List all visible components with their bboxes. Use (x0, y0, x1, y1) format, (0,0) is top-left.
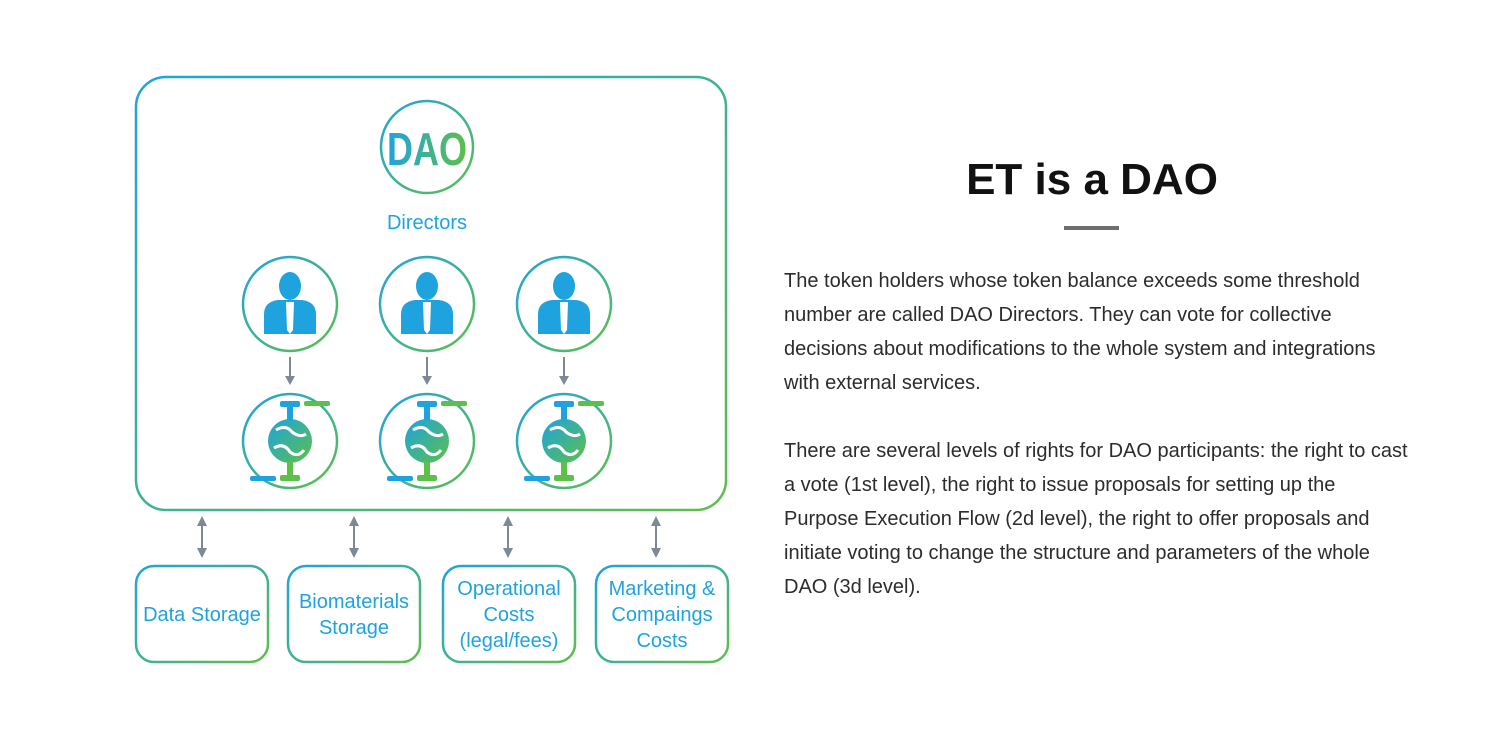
dao-logo: DAO (379, 99, 475, 195)
director-icon (515, 255, 613, 353)
resource-boxes: Data StorageBiomaterialsStorageOperation… (134, 564, 730, 664)
resource-box-label: (legal/fees) (460, 630, 559, 652)
dao-structure-diagram: DAO Directors Data Storage BiomaterialsSt… (134, 75, 730, 664)
globe-node-icon (378, 392, 476, 490)
paragraph-directors: The token holders whose token balance ex… (784, 270, 1376, 394)
resource-box-label: Storage (319, 617, 389, 639)
bidirectional-arrow (349, 516, 359, 558)
bidirectional-arrow (503, 516, 513, 558)
directors-group (241, 255, 613, 490)
bidirectional-arrow (197, 516, 207, 558)
resource-box-label: Costs (636, 630, 687, 652)
down-arrow (422, 357, 432, 385)
resource-box-label: Compaings (611, 604, 712, 626)
storage-links (197, 516, 661, 558)
paragraph-rights: There are several levels of rights for D… (784, 440, 1408, 598)
down-arrow (285, 357, 295, 385)
page-title: ET is a DAO (966, 155, 1218, 204)
resource-box-label: Costs (483, 604, 534, 626)
directors-label: Directors (387, 212, 467, 234)
dao-logo-text: DAO (387, 123, 467, 175)
globe-node-icon (241, 392, 339, 490)
down-arrow (559, 357, 569, 385)
title-divider (1064, 226, 1119, 230)
director-icon (241, 255, 339, 353)
bidirectional-arrow (651, 516, 661, 558)
resource-box-label: Operational (457, 578, 560, 600)
director-icon (378, 255, 476, 353)
resource-box-label: Marketing & (609, 578, 716, 600)
resource-box-label: Biomaterials (299, 591, 409, 613)
info-panel: ET is a DAO The token holders whose toke… (784, 150, 1414, 604)
globe-node-icon (515, 392, 613, 490)
resource-box: Data Storage (134, 564, 270, 664)
dao-container (134, 75, 728, 512)
resource-box-label: Data Storage (143, 604, 261, 626)
